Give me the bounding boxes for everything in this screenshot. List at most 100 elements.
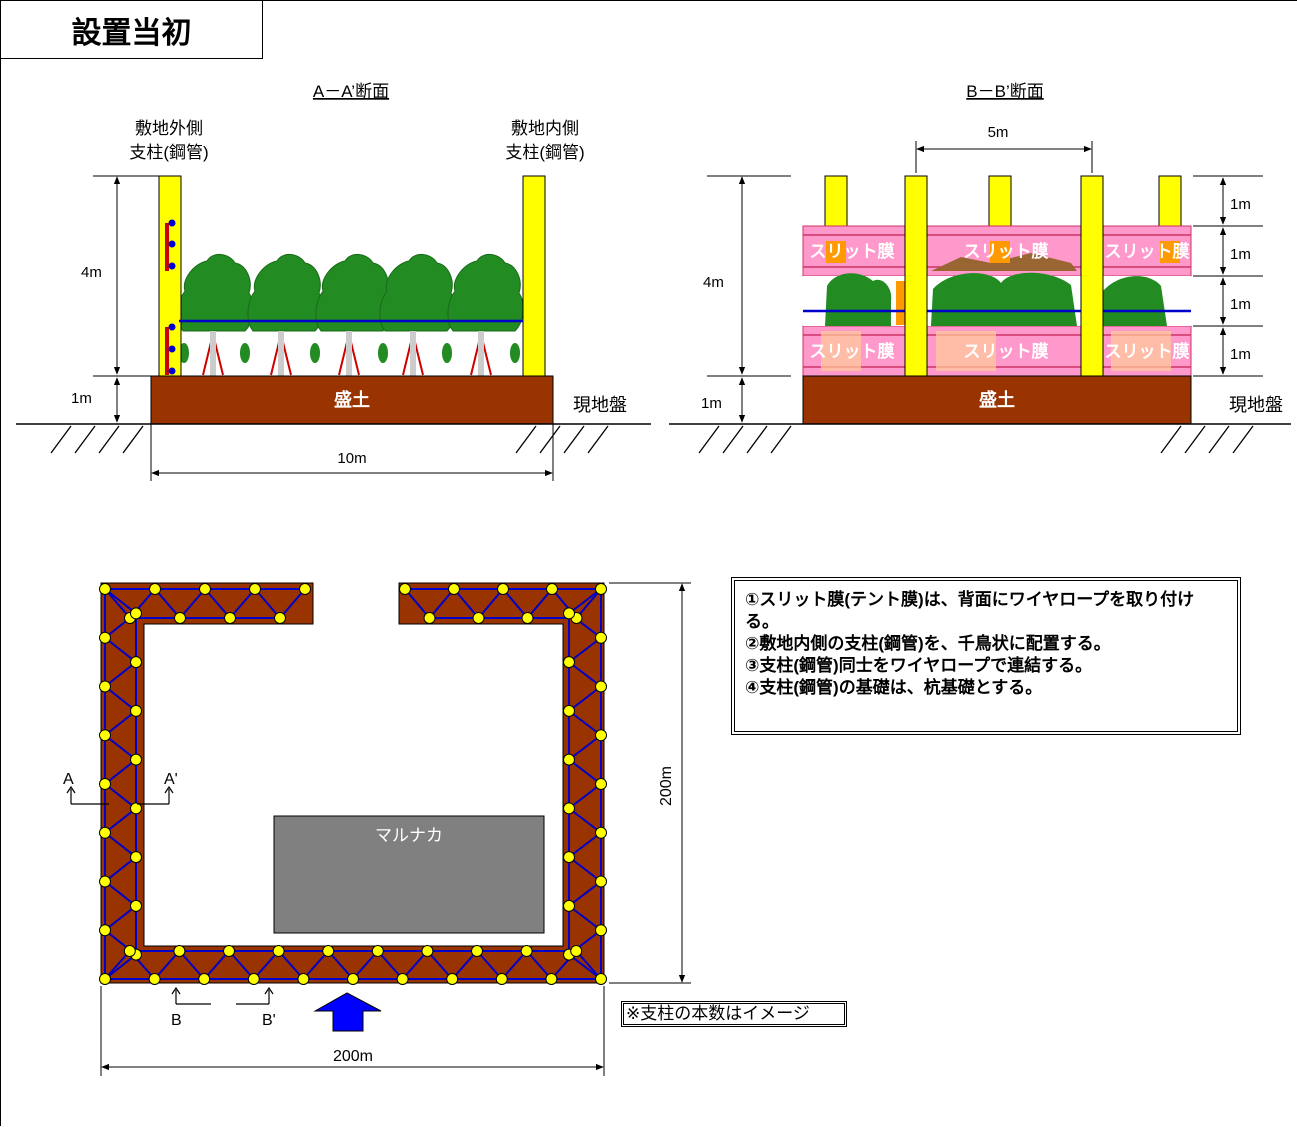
outer-post <box>158 175 182 377</box>
post-point <box>546 583 558 595</box>
wire-brace <box>179 588 206 619</box>
post-point <box>595 583 607 595</box>
access-arrow <box>313 992 382 1032</box>
note-item: ②敷地内側の支柱(鋼管)を、千鳥状に配置する。 <box>745 634 1111 653</box>
post-point <box>99 631 111 644</box>
post-point <box>497 583 509 595</box>
post-point <box>322 945 335 957</box>
post-point <box>173 945 186 957</box>
post-point <box>563 704 575 717</box>
notes-box: ①スリット膜(テント膜)は、背面にワイヤロープを取り付ける。 ②敷地内側の支柱(… <box>731 577 1241 735</box>
post-point <box>130 899 142 912</box>
wire-brace <box>104 950 131 980</box>
building-label: マルナカ <box>375 826 443 845</box>
wire-brace <box>104 831 137 858</box>
wire-brace <box>568 588 602 615</box>
wire-brace <box>327 950 354 980</box>
note-item: ④支柱(鋼管)の基礎は、杭基礎とする。 <box>745 678 1043 697</box>
wire-brace <box>526 588 553 619</box>
wire-brace <box>404 588 431 619</box>
dim-mound-bb-label: 1m <box>701 395 722 412</box>
post-point <box>99 826 111 839</box>
post-point <box>99 583 111 595</box>
wire-brace <box>568 685 602 712</box>
wire-brace <box>575 588 602 619</box>
wire-brace <box>104 880 137 907</box>
post-point <box>396 973 409 985</box>
dim-width-label: 10m <box>337 450 366 467</box>
post-point <box>570 945 583 957</box>
post-point <box>247 973 260 985</box>
wire-brace <box>277 950 305 980</box>
wire-brace <box>568 831 602 858</box>
post-point <box>421 945 434 957</box>
plan-view: マルナカ A A' B B' <box>63 582 691 1076</box>
wire-brace <box>154 588 181 619</box>
ground-label-bb: 現地盤 <box>1229 395 1283 415</box>
wire-brace <box>428 588 455 619</box>
post-point <box>371 945 384 957</box>
post-point <box>563 899 575 912</box>
post-point <box>595 826 607 839</box>
post-point <box>472 612 485 624</box>
wire-brace <box>104 905 137 932</box>
post-point <box>198 973 211 985</box>
membrane-label: スリット膜 <box>964 241 1049 261</box>
wire-brace <box>377 950 404 980</box>
wire-brace <box>568 758 602 785</box>
post-point <box>595 924 607 937</box>
ground-hatch <box>50 425 609 454</box>
post-point <box>99 778 111 790</box>
post-point <box>99 924 111 937</box>
post-point <box>448 583 460 595</box>
section-bb-heading: B－B’断面 <box>966 82 1043 101</box>
wire-brace <box>502 588 529 619</box>
post-point <box>595 631 607 644</box>
wire-brace <box>104 783 137 810</box>
wire-brace <box>568 636 602 663</box>
wire-brace <box>104 856 137 883</box>
section-aa: A－A’断面 敷地外側 支柱(鋼管) 敷地内側 支柱(鋼管) <box>16 82 651 481</box>
post-point <box>274 612 286 624</box>
dim-height-label: 4m <box>81 264 102 281</box>
membrane-label: スリット膜 <box>810 241 895 261</box>
post-point <box>224 612 236 624</box>
marker-a-prime: A' <box>164 771 178 788</box>
dim-mound-label: 1m <box>71 390 92 407</box>
wire-brace <box>575 950 602 980</box>
post-point <box>347 973 359 985</box>
post-point <box>563 753 575 766</box>
post-point <box>223 945 235 957</box>
marker-b-prime: B' <box>262 1012 276 1029</box>
post-point <box>495 973 508 985</box>
wire-brace <box>568 880 602 907</box>
mound <box>150 375 554 425</box>
wire-brace <box>568 905 602 932</box>
tree-row <box>177 253 524 376</box>
membrane-label: スリット膜 <box>964 341 1049 361</box>
wire-brace <box>104 588 131 619</box>
post-point <box>99 875 111 888</box>
post-point <box>99 973 111 985</box>
post-point <box>123 945 136 957</box>
mound-label: 盛土 <box>334 389 370 410</box>
post-points <box>99 583 607 985</box>
outer-post-label-2: 支柱(鋼管) <box>129 143 208 162</box>
wire-brace <box>228 950 255 980</box>
post-point <box>563 802 575 815</box>
ground-hatch-bb <box>698 425 1254 454</box>
post-point <box>595 680 607 693</box>
post-point <box>149 583 161 595</box>
wire-brace <box>568 856 602 883</box>
post-point <box>297 973 310 985</box>
post-point <box>563 656 575 669</box>
dim-row-4: 1m <box>1230 346 1251 363</box>
post-point <box>520 945 533 957</box>
post-point <box>130 607 142 620</box>
post-point <box>174 612 186 624</box>
note-item: ①スリット膜(テント膜)は、背面にワイヤロープを取り付ける。 <box>745 590 1195 631</box>
membrane-label: スリット膜 <box>1105 241 1190 261</box>
post-point <box>595 778 607 790</box>
dim-spacing-label: 5m <box>988 124 1009 141</box>
post-point <box>563 607 575 620</box>
